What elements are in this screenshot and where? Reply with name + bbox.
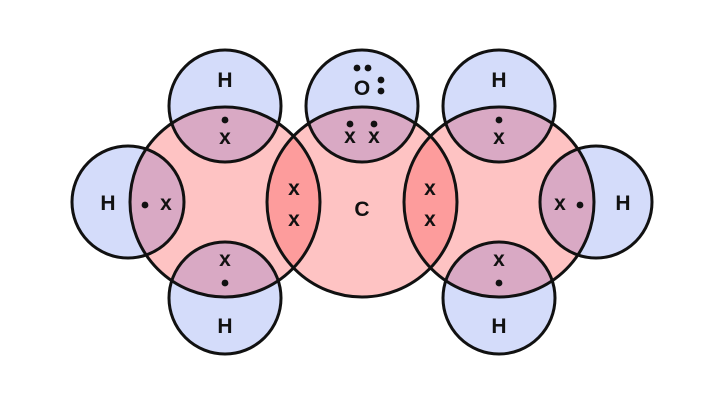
electron-dot (346, 120, 354, 128)
electron-cross: x (344, 125, 356, 148)
atom-label-h-left-bottom: H (217, 315, 232, 338)
electron-cross: x (554, 192, 566, 215)
electron-dot (495, 116, 503, 124)
atom-label-h-right-side: H (615, 192, 630, 215)
electron-cross: x (368, 125, 380, 148)
electron-dot (221, 279, 229, 287)
dot-electrons (141, 116, 584, 287)
lone-pair-dot (377, 76, 385, 84)
carbon-electrons: x x x x x x x x x x x x (160, 125, 566, 271)
overlap-h-c-left-top (169, 107, 281, 162)
atom-label-carbon: C (354, 198, 369, 221)
electron-cross: x (288, 208, 300, 231)
electron-dot (495, 279, 503, 287)
overlap-h-c-right-bottom (443, 242, 555, 297)
electron-dot (370, 120, 378, 128)
carbon-shell-right (404, 107, 594, 297)
lone-pair-dot (364, 64, 372, 72)
atom-label-h-left-side: H (100, 192, 115, 215)
electron-cross: x (493, 248, 505, 271)
electron-cross: x (424, 208, 436, 231)
overlap-h-c-left-bottom (169, 242, 281, 297)
atom-symbols: H H H O C H H H (100, 69, 630, 338)
oxygen-lone-pairs (353, 64, 385, 95)
electron-cross: x (160, 192, 172, 215)
atom-label-h-left-top: H (217, 69, 232, 92)
atom-label-oxygen: O (354, 77, 370, 100)
electron-cross: x (424, 177, 436, 200)
lone-pair-dot (377, 87, 385, 95)
electron-cross: x (219, 248, 231, 271)
overlap-h-c-right-side (540, 146, 594, 258)
electron-cross: x (493, 126, 505, 149)
overlap-h-c-right-top (443, 107, 555, 162)
overlap-h-c-left-side (130, 146, 184, 258)
electron-cross: x (219, 126, 231, 149)
lone-pair-dot (353, 64, 361, 72)
carbon-shell-center (267, 107, 457, 297)
shell-outlines (70, 48, 654, 356)
carbon-shell-left (130, 107, 320, 297)
electron-dot (141, 201, 149, 209)
electron-dot (576, 201, 584, 209)
atom-label-h-right-bottom: H (491, 315, 506, 338)
electron-cross: x (288, 177, 300, 200)
electron-dot (221, 116, 229, 124)
atom-label-h-right-top: H (491, 69, 506, 92)
overlap-o-c (306, 107, 418, 162)
